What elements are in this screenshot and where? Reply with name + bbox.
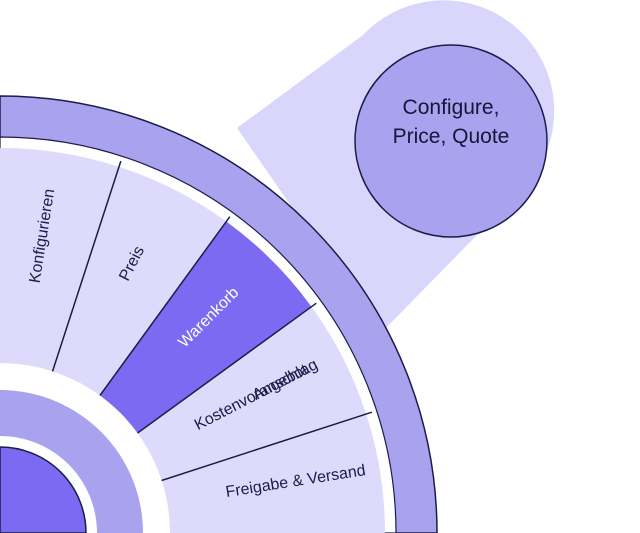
segment-angebot (121, 306, 367, 487)
segment-group (0, 148, 385, 533)
segment-freigabe (142, 414, 385, 533)
segment-konfigurieren (0, 148, 119, 391)
segment-preis (46, 166, 227, 412)
callout-title-line-1: Configure, (403, 96, 500, 119)
callout-circle (354, 44, 548, 238)
segment-divider (84, 216, 231, 417)
segment-divider (116, 302, 317, 449)
segment-divider (43, 160, 122, 397)
callout-title-line-2: Price, Quote (393, 125, 510, 148)
segment-divider (136, 411, 373, 490)
segment-warenkorb (88, 221, 312, 445)
divider-group (43, 160, 373, 490)
core-circle (0, 446, 87, 533)
